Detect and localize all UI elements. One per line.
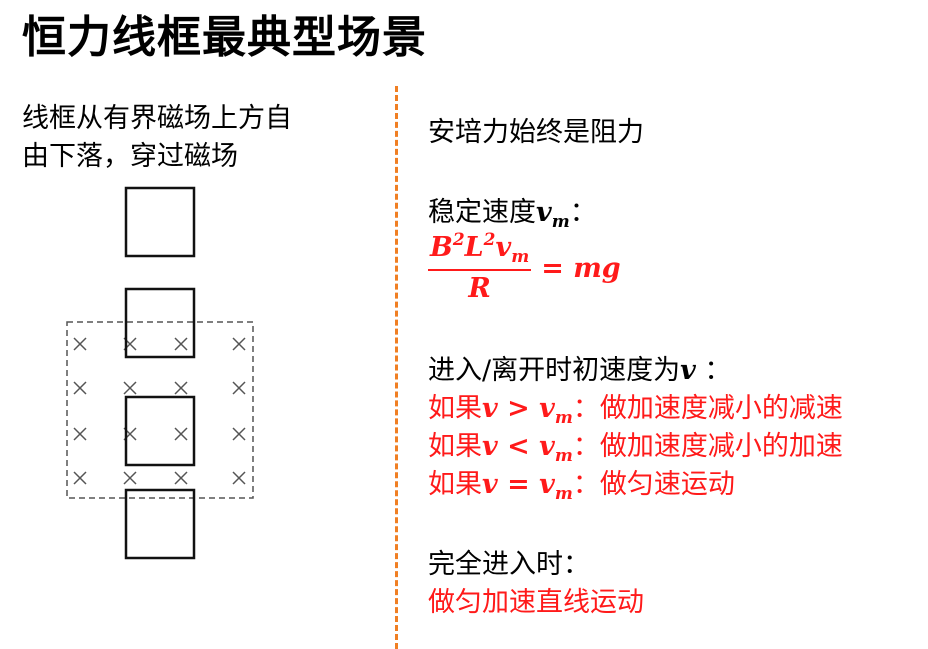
colon: ： (572, 469, 600, 500)
subscript-m: m (554, 446, 573, 466)
field-cross-mark (232, 471, 246, 485)
field-cross-mark (174, 427, 188, 441)
superscript-2: 2 (452, 230, 465, 250)
comparison-operator: = (497, 469, 540, 500)
magnetic-field-region (66, 321, 254, 499)
full-entry-heading: 完全进入时： (428, 549, 590, 580)
case-greater: 如果v > vm：做加速度减小的减速 (428, 390, 843, 431)
description-line: 线框从有界磁场上方自 (22, 103, 292, 134)
field-cross-mark (174, 471, 188, 485)
field-cross-mark (174, 337, 188, 351)
case-prefix: 如果 (428, 469, 482, 500)
wire-frame (124, 287, 196, 359)
steady-velocity-label: 稳定速度 (428, 197, 536, 228)
page-title: 恒力线框最典型场景 (22, 12, 427, 63)
subscript-m: m (511, 247, 530, 267)
field-crosses (73, 337, 246, 485)
colon: ： (569, 197, 597, 228)
case-equal: 如果v = vm：做匀速运动 (428, 466, 735, 507)
fraction-denominator: R (468, 273, 491, 304)
comparison-operator: < (497, 431, 540, 462)
field-cross-mark (73, 337, 87, 351)
formula-rhs: = mg (541, 253, 621, 284)
comparison-operator: > (497, 393, 540, 424)
case-prefix: 如果 (428, 431, 482, 462)
case-result: 做加速度减小的减速 (599, 393, 843, 424)
description-line: 由下落，穿过磁场 (22, 141, 238, 172)
velocity-symbol: v (680, 355, 696, 386)
symbol-L: L (464, 232, 484, 263)
wire-frame (124, 488, 196, 560)
field-cross-mark (174, 381, 188, 395)
velocity-symbol: v (539, 469, 555, 500)
case-result: 做加速度减小的加速 (599, 431, 843, 462)
case-prefix: 如果 (428, 393, 482, 424)
falling-frame-diagram (66, 186, 254, 560)
case-less: 如果v < vm：做加速度减小的加速 (428, 428, 843, 469)
velocity-symbol: v (482, 431, 498, 462)
velocity-symbol: v (539, 431, 555, 462)
ampere-force-note: 安培力始终是阻力 (428, 117, 644, 148)
colon: ： (572, 431, 600, 462)
velocity-symbol: v (539, 393, 555, 424)
steady-velocity-formula: B2L2vm R = mg (428, 230, 621, 305)
case-result: 做匀速运动 (599, 469, 735, 500)
field-cross-mark (232, 337, 246, 351)
subscript-m: m (554, 408, 573, 428)
wire-frame (124, 395, 196, 467)
entry-velocity-heading: 进入/离开时初速度为v ： (428, 352, 731, 390)
symbol-v: v (495, 232, 512, 263)
symbol-B: B (430, 232, 453, 263)
section-divider (395, 86, 398, 649)
colon: ： (695, 355, 732, 386)
scenario-description: 线框从有界磁场上方自 由下落，穿过磁场 (22, 100, 372, 176)
full-entry-result: 做匀加速直线运动 (428, 587, 644, 618)
field-cross-mark (232, 381, 246, 395)
steady-velocity-heading: 稳定速度vm： (428, 194, 597, 235)
entry-label: 进入/离开时初速度为 (428, 355, 681, 386)
superscript-2: 2 (483, 230, 496, 250)
field-cross-mark (123, 381, 137, 395)
subscript-m: m (551, 212, 570, 232)
field-cross-mark (232, 427, 246, 441)
field-cross-mark (73, 471, 87, 485)
field-cross-mark (73, 427, 87, 441)
field-cross-mark (123, 471, 137, 485)
fraction-bar (428, 269, 532, 271)
subscript-m: m (554, 484, 573, 504)
wire-frame (124, 186, 196, 258)
fraction-numerator: B2L2vm (428, 230, 531, 267)
velocity-symbol: v (536, 197, 552, 228)
velocity-symbol: v (482, 393, 498, 424)
field-cross-mark (73, 381, 87, 395)
colon: ： (572, 393, 600, 424)
velocity-symbol: v (482, 469, 498, 500)
fraction: B2L2vm R (428, 230, 532, 305)
